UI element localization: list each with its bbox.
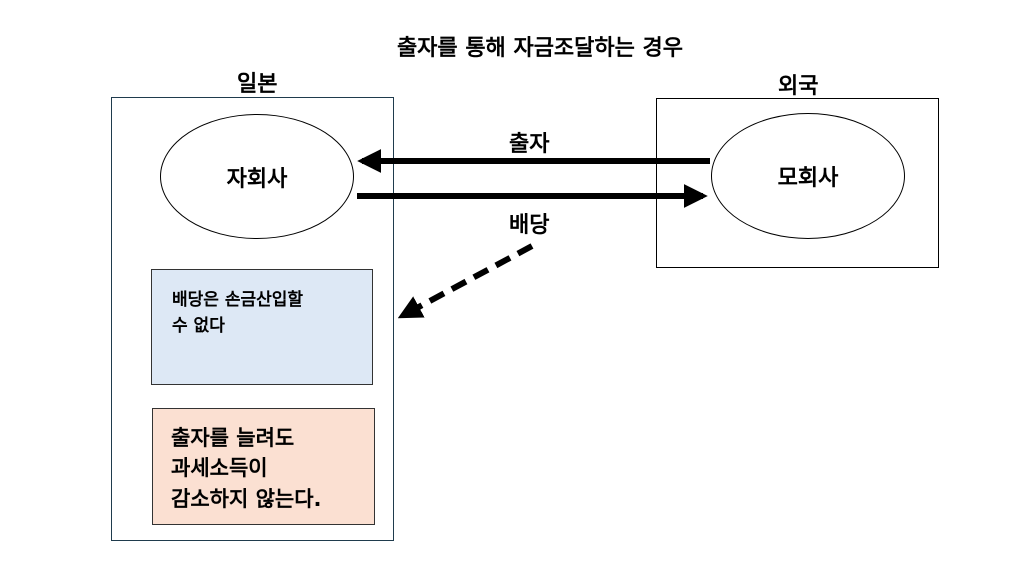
japan-region-label: 일본 <box>237 72 278 97</box>
dividend-label: 배당 <box>509 213 550 238</box>
parent-label: 모회사 <box>777 166 839 191</box>
dividend-non-deductible-arrow <box>397 243 534 319</box>
non-deductible-note: 배당은 손금산입할 수 없다 <box>151 269 373 385</box>
taxable-income-note: 출자를 늘려도 과세소득이 감소하지 않는다. <box>152 408 375 525</box>
taxable-income-note-line-3: 감소하지 않는다. <box>171 486 322 511</box>
foreign-region-box <box>656 98 939 268</box>
non-deductible-note-line-1: 배당은 손금산입할 <box>172 290 304 310</box>
diagram-title: 출자를 통해 자금조달하는 경우 <box>396 36 684 61</box>
taxable-income-note-line-1: 출자를 늘려도 <box>171 426 295 450</box>
subsidiary-label: 자회사 <box>226 166 288 192</box>
subsidiary-ellipse: 자회사 <box>160 114 354 239</box>
non-deductible-note-line-2: 수 없다 <box>172 315 225 336</box>
taxable-income-note-line-2: 과세소득이 <box>171 456 268 481</box>
investment-label: 출자 <box>509 132 550 157</box>
japan-region-box <box>111 97 394 541</box>
foreign-region-label: 외국 <box>778 74 819 99</box>
parent-ellipse: 모회사 <box>711 113 905 239</box>
